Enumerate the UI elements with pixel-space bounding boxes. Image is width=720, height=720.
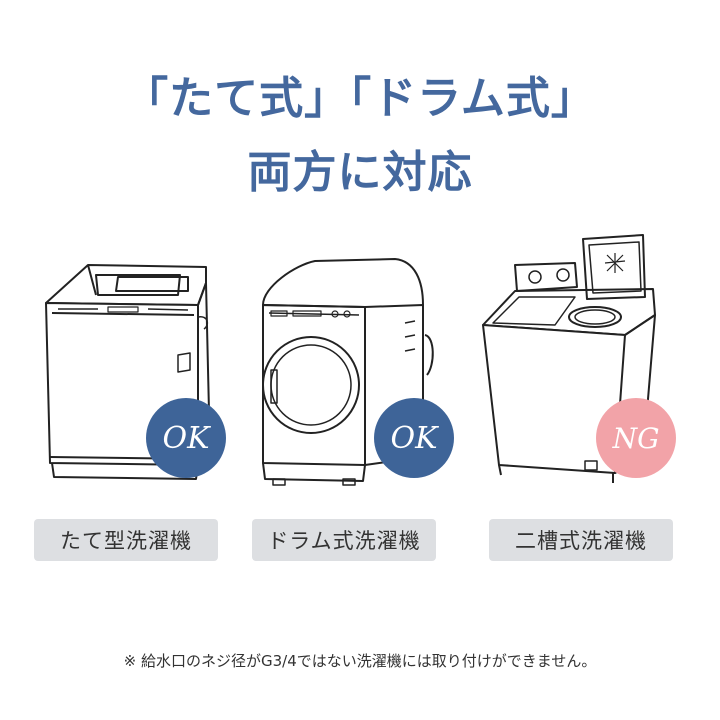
label-twin-tub-washer: 二槽式洗濯機 <box>489 519 673 561</box>
ng-badge-twin-tub: NG <box>596 398 676 478</box>
heading-line-2: 両方に対応 <box>247 147 473 198</box>
label-top-load-washer: たて型洗濯機 <box>34 519 218 561</box>
ok-badge-drum: OK <box>374 398 454 478</box>
ok-badge-top-load: OK <box>146 398 226 478</box>
heading-line-1: 「たて式」「ドラム式」 <box>124 73 596 124</box>
drum-washer-illustration <box>255 225 455 495</box>
label-drum-washer: ドラム式洗濯機 <box>252 519 436 561</box>
compatibility-note: ※ 給水口のネジ径がG3/4ではない洗濯機には取り付けができません。 <box>123 652 597 670</box>
twin-tub-washer-illustration <box>475 225 675 495</box>
